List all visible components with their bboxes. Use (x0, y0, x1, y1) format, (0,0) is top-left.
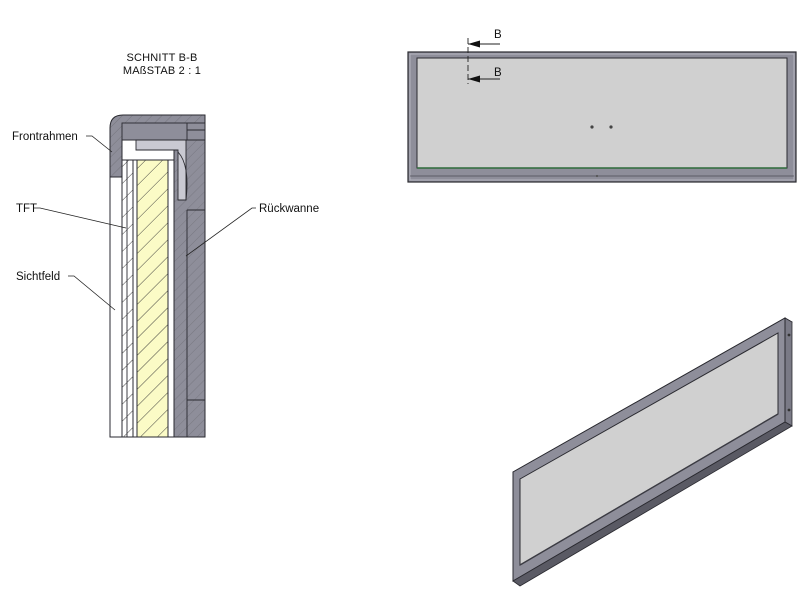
section-view-b-b: SCHNITT B-B MAßSTAB 2 : 1 (12, 52, 319, 438)
front-view-screen (416, 57, 788, 169)
cut-marker-top: B (494, 29, 502, 41)
label-rueckwanne: Rückwanne (259, 203, 319, 215)
label-sichtfeld: Sichtfeld (16, 271, 60, 283)
mounting-clip (135, 139, 187, 201)
leader-lines (34, 135, 256, 311)
label-tft: TFT (16, 203, 37, 215)
front-view: B B (407, 29, 797, 183)
isometric-view (512, 317, 793, 587)
screw-dot-right (609, 125, 613, 129)
cut-marker-bottom: B (494, 67, 502, 79)
section-title: SCHNITT B-B (126, 52, 197, 64)
section-scale: MAßSTAB 2 : 1 (123, 65, 201, 77)
label-frontrahmen: Frontrahmen (12, 131, 78, 143)
screw-dot-left (590, 125, 594, 129)
